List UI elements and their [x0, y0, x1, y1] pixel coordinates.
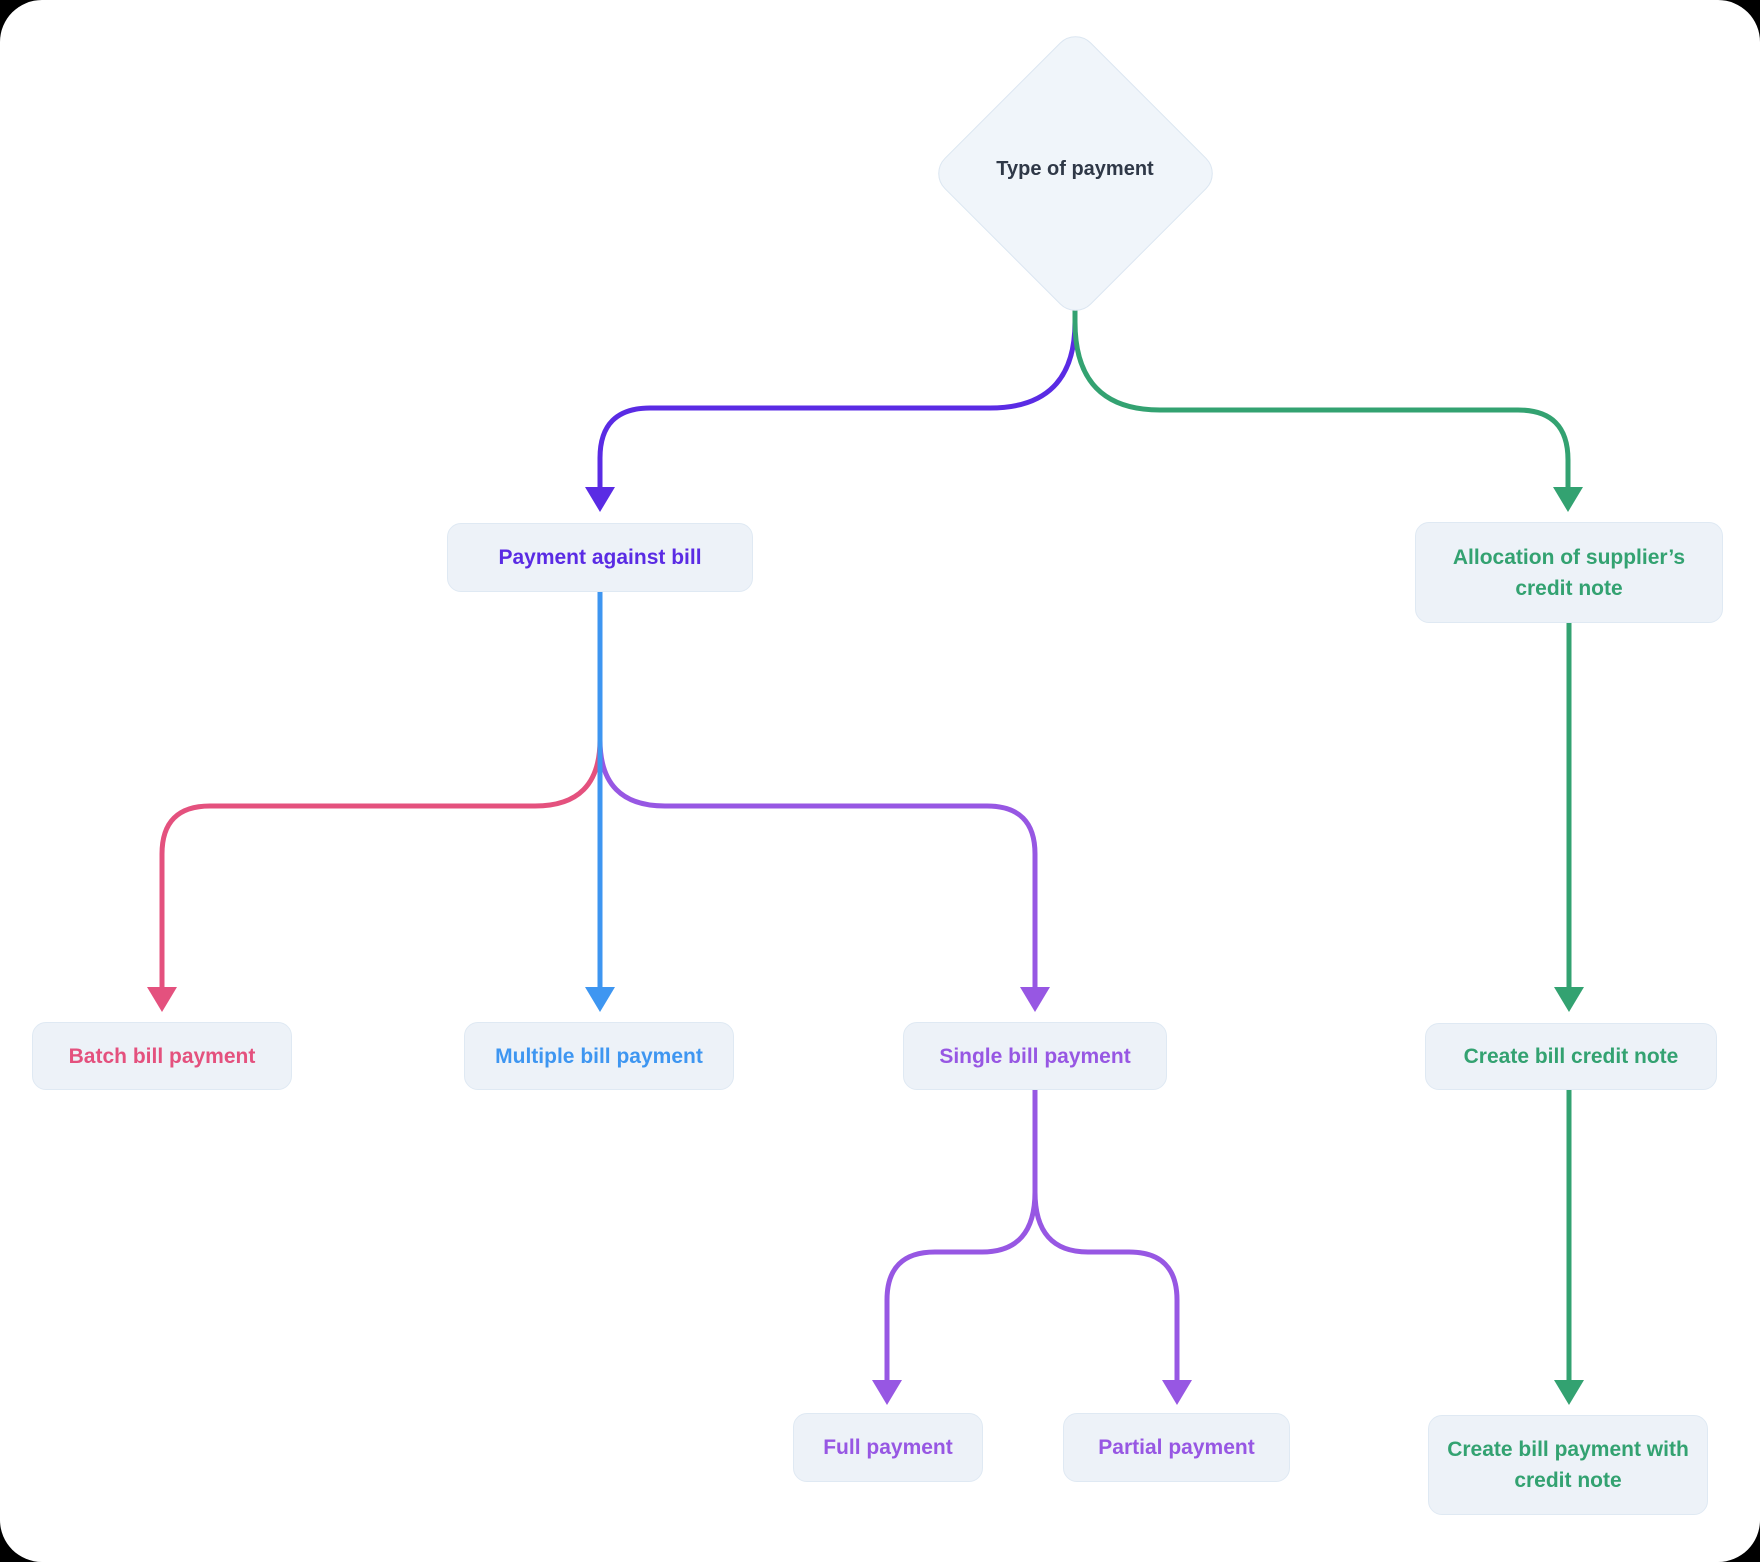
node-allocation-of-suppliers-credit-note: Allocation of supplier’s credit note: [1415, 522, 1723, 623]
node-full-payment: Full payment: [793, 1413, 983, 1482]
node-batch-bill-payment: Batch bill payment: [32, 1022, 292, 1090]
edge-type-to-payment-against-bill: [597, 309, 1078, 491]
node-single-bill-payment: Single bill payment: [903, 1022, 1167, 1090]
arrowhead-partial-payment: [1162, 1380, 1192, 1405]
edge-single-to-full: [884, 1087, 1038, 1384]
node-label: Partial payment: [1098, 1436, 1255, 1459]
arrowhead-multiple: [585, 987, 615, 1012]
arrowhead-create-bill-payment: [1554, 1380, 1584, 1405]
node-label: Create bill payment with credit note: [1447, 1438, 1689, 1492]
edge-payment-to-batch: [159, 737, 603, 991]
arrowhead-single: [1020, 987, 1050, 1012]
node-create-bill-payment-with-credit-note: Create bill payment with credit note: [1428, 1415, 1708, 1515]
edge-type-to-allocation: [1072, 293, 1571, 491]
node-payment-against-bill: Payment against bill: [447, 523, 753, 592]
arrowhead-full-payment: [872, 1380, 902, 1405]
node-create-bill-credit-note: Create bill credit note: [1425, 1023, 1717, 1090]
arrowhead-batch: [147, 987, 177, 1012]
node-multiple-bill-payment: Multiple bill payment: [464, 1022, 734, 1090]
node-label: Single bill payment: [939, 1044, 1131, 1068]
node-label: Allocation of supplier’s credit note: [1452, 545, 1686, 600]
edge-payment-to-single: [597, 737, 1038, 991]
arrowhead-allocation: [1553, 487, 1583, 512]
edge-single-to-partial: [1032, 1189, 1180, 1384]
node-type-of-payment: Type of payment: [996, 158, 1154, 180]
node-label: Batch bill payment: [68, 1044, 256, 1068]
arrowhead-create-credit-note: [1554, 987, 1584, 1012]
arrowhead-payment-against-bill: [585, 487, 615, 512]
node-label: Payment against bill: [498, 546, 702, 569]
node-label: Create bill credit note: [1463, 1045, 1679, 1068]
node-label: Multiple bill payment: [495, 1044, 703, 1068]
node-label: Full payment: [823, 1436, 953, 1459]
node-partial-payment: Partial payment: [1063, 1413, 1290, 1482]
